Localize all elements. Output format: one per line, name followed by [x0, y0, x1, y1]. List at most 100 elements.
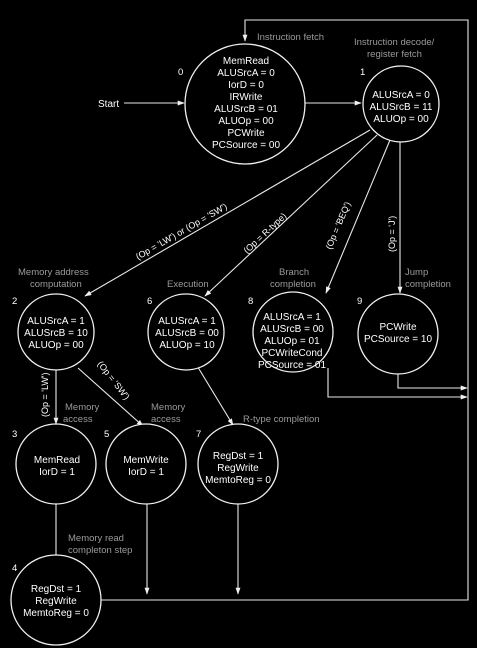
- phase-label-branch: Branch: [279, 267, 309, 278]
- state-0-signal: PCWrite: [227, 128, 264, 139]
- phase-label-memread: completon step: [68, 545, 132, 556]
- phase-label-execution: Execution: [167, 279, 209, 290]
- state-0-circle: [184, 43, 306, 165]
- state-2-signals: ALUSrcA = 1 ALUSrcB = 10 ALUOp = 00: [24, 316, 88, 351]
- phase-label-memaccess-sw: access: [151, 414, 181, 425]
- phase-label-memaccess-sw: Memory: [151, 402, 186, 413]
- state-8-signal: PCWriteCond: [262, 348, 323, 359]
- state-1-number: 1: [360, 67, 365, 78]
- state-2-signal: ALUOp = 00: [28, 340, 84, 351]
- state-6-signals: ALUSrcA = 1 ALUSrcB = 00 ALUOp = 10: [155, 316, 219, 351]
- state-4-number: 4: [12, 563, 17, 574]
- arrow-6-to-7: [195, 363, 234, 426]
- state-0-signal: MemRead: [223, 56, 269, 67]
- state-4-circle: [10, 554, 102, 646]
- state-0-signal: ALUSrcA = 0: [217, 68, 275, 79]
- state-6-signal: ALUSrcA = 1: [158, 316, 216, 327]
- state-8-signal: ALUSrcB = 00: [260, 324, 324, 335]
- state-5-signal: IorD = 1: [128, 467, 164, 478]
- state-7-signals: RegDst = 1 RegWrite MemtoReg = 0: [205, 451, 271, 486]
- state-5-number: 5: [104, 429, 109, 440]
- transition-conditions: (Op = 'LW') or (Op = 'SW') (Op = R-type)…: [40, 200, 397, 417]
- state-9-number: 9: [357, 296, 362, 307]
- condition-jump: (Op = 'J'): [387, 216, 397, 252]
- phase-label-decode: Instruction decode/: [354, 37, 435, 48]
- phase-label-decode: register fetch: [367, 49, 422, 60]
- state-7-signal: RegWrite: [217, 463, 259, 474]
- arrow-1-to-8: [325, 139, 391, 294]
- state-6-number: 6: [147, 296, 152, 307]
- state-2-signal: ALUSrcB = 10: [24, 328, 88, 339]
- phase-label-jump: completion: [405, 279, 451, 290]
- state-9-signals: PCWrite PCSource = 10: [364, 322, 433, 345]
- arrow-1-to-6: [204, 134, 378, 297]
- state-5-signal: MemWrite: [123, 455, 169, 466]
- state-1-signal: ALUOp = 00: [373, 114, 429, 125]
- state-8-signals: ALUSrcA = 1 ALUSrcB = 00 ALUOp = 01 PCWr…: [258, 312, 327, 371]
- state-0-signal: PCSource = 00: [212, 140, 281, 151]
- state-9-signal: PCSource = 10: [364, 334, 433, 345]
- transitions: [53, 19, 469, 601]
- start-label: Start: [98, 99, 119, 110]
- state-8-circle: [252, 291, 334, 373]
- state-6-circle: [147, 293, 225, 371]
- state-9-circle: [357, 293, 439, 375]
- phase-label-memread: Memory read: [68, 533, 124, 544]
- state-0-signals: MemRead ALUSrcA = 0 IorD = 0 IRWrite ALU…: [212, 56, 281, 151]
- condition-lw-or-sw: (Op = 'LW') or (Op = 'SW'): [134, 201, 229, 262]
- state-4-signal: RegWrite: [35, 596, 77, 607]
- phase-label-jump: Jump: [405, 267, 428, 278]
- state-6-signal: ALUOp = 10: [159, 340, 215, 351]
- state-2-circle: [17, 293, 95, 371]
- state-3-circle: [15, 423, 97, 505]
- state-2-signal: ALUSrcA = 1: [27, 316, 85, 327]
- state-1-circle: [362, 65, 440, 143]
- state-1-signal: ALUSrcB = 11: [370, 102, 433, 113]
- state-5-signals: MemWrite IorD = 1: [123, 455, 169, 478]
- state-8-signal: PCSource = 01: [258, 360, 327, 371]
- state-7-circle: [197, 423, 279, 505]
- state-0-signal: ALUOp = 00: [218, 116, 274, 127]
- condition-rtype: (Op = R-type): [242, 211, 289, 256]
- state-8-signal: ALUSrcA = 1: [263, 312, 321, 323]
- state-2-number: 2: [12, 296, 17, 307]
- state-7-signal: MemtoReg = 0: [205, 475, 271, 486]
- arrow-2-to-5: [77, 367, 144, 427]
- state-numbers: 0 1 2 6 8 9 3 5 7 4: [12, 67, 365, 574]
- state-5-circle: [105, 423, 187, 505]
- state-7-signal: RegDst = 1: [213, 451, 264, 462]
- state-0-signal: IorD = 0: [228, 80, 264, 91]
- arrow-1-to-2: [84, 129, 371, 297]
- phase-label-memaddr: Memory address: [18, 267, 89, 278]
- state-4-signal: MemtoReg = 0: [23, 608, 89, 619]
- state-0-number: 0: [178, 67, 183, 78]
- condition-beq: (Op = 'BEQ'): [324, 200, 353, 251]
- arrow-8-return: [327, 368, 468, 400]
- state-4-signals: RegDst = 1 RegWrite MemtoReg = 0: [23, 584, 89, 619]
- state-9-signal: PCWrite: [379, 322, 416, 333]
- phase-label-memaddr: computation: [30, 279, 82, 290]
- condition-sw: (Op = 'SW'): [95, 359, 131, 402]
- state-1-signal: ALUSrcA = 0: [372, 90, 430, 101]
- state-3-signals: MemRead IorD = 1: [34, 455, 80, 478]
- state-4-signal: RegDst = 1: [31, 584, 82, 595]
- return-loop: [101, 19, 469, 601]
- phase-label-memaccess-lw: Memory: [65, 402, 100, 413]
- state-8-number: 8: [248, 296, 253, 307]
- state-8-signal: ALUOp = 01: [264, 336, 320, 347]
- state-0-signal: IRWrite: [230, 92, 263, 103]
- state-6-signal: ALUSrcB = 00: [155, 328, 219, 339]
- state-3-number: 3: [12, 429, 17, 440]
- condition-lw: (Op = 'LW'): [40, 372, 50, 417]
- state-0-signal: ALUSrcB = 01: [214, 104, 278, 115]
- state-3-signal: IorD = 1: [39, 467, 75, 478]
- state-7-number: 7: [196, 429, 201, 440]
- state-1-signals: ALUSrcA = 0 ALUSrcB = 11 ALUOp = 00: [370, 90, 433, 125]
- phase-label-fetch: Instruction fetch: [257, 32, 324, 43]
- arrow-9-return: [397, 374, 468, 391]
- phase-label-memaccess-lw: access: [63, 414, 93, 425]
- phase-label-branch: completion: [270, 279, 316, 290]
- state-3-signal: MemRead: [34, 455, 80, 466]
- states: [10, 43, 440, 646]
